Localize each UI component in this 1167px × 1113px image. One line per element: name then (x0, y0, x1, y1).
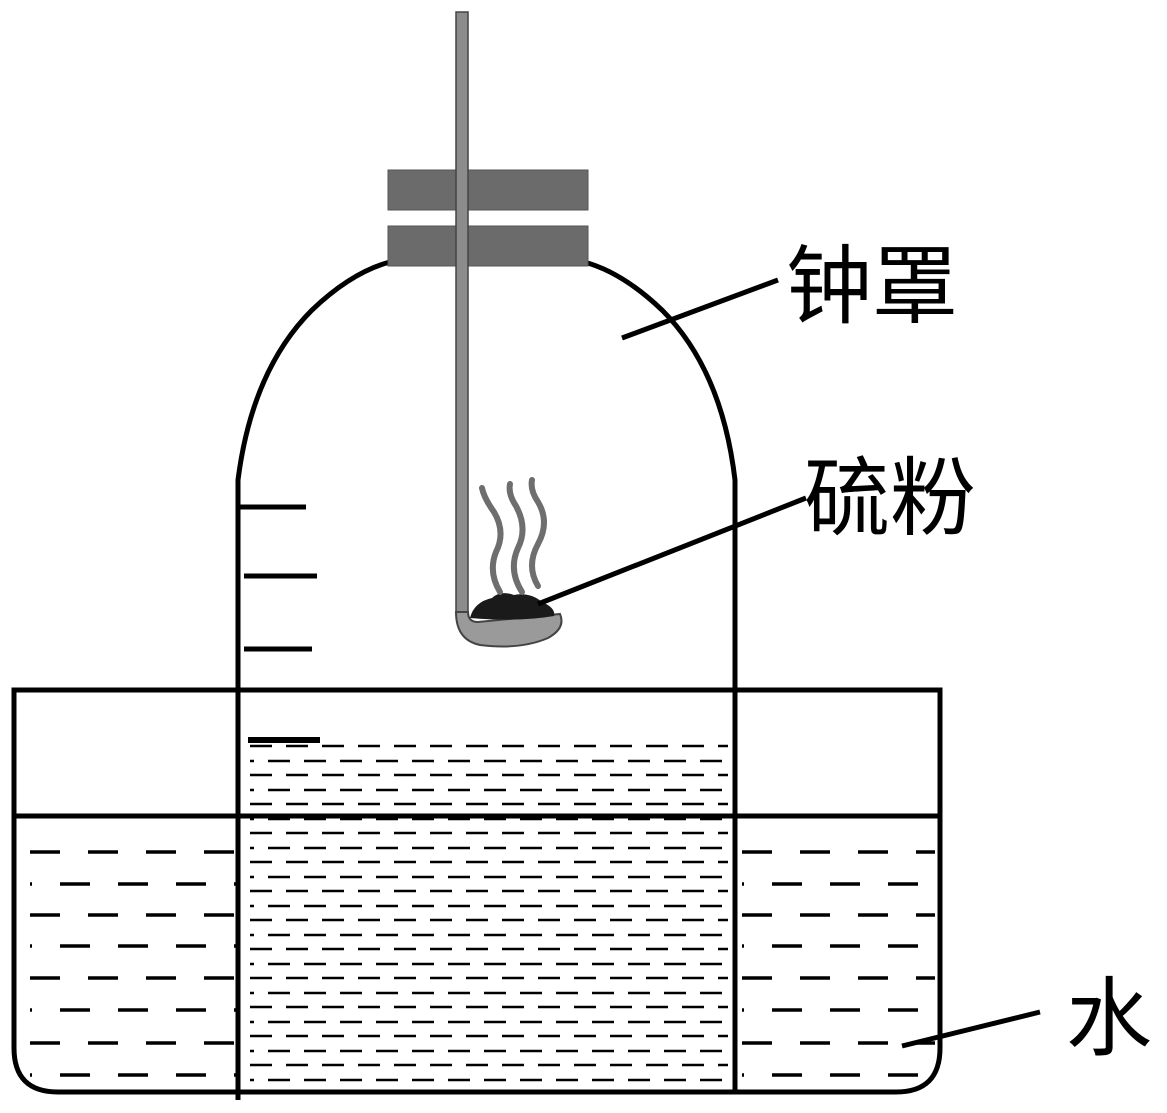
combustion-spoon (454, 11, 563, 648)
bell-jar-leader (621, 277, 779, 341)
spoon-bowl (454, 611, 563, 648)
water-leader (901, 1009, 1041, 1049)
rubber-stopper (387, 169, 589, 267)
spoon-rod (455, 11, 469, 613)
smoke-wisps (479, 477, 547, 595)
sulfur-pile (470, 593, 555, 620)
bell-jar (235, 259, 738, 1100)
label-bell-jar: 钟罩 (786, 237, 958, 337)
label-sulfur-powder: 硫粉 (804, 449, 976, 549)
label-water: 水 (1066, 969, 1152, 1069)
water-in-trough (30, 850, 935, 1077)
water-inside-jar (250, 744, 728, 1082)
water-trough (11, 687, 943, 1095)
sulfur-leader (537, 495, 807, 607)
leader-lines (537, 277, 1041, 1049)
